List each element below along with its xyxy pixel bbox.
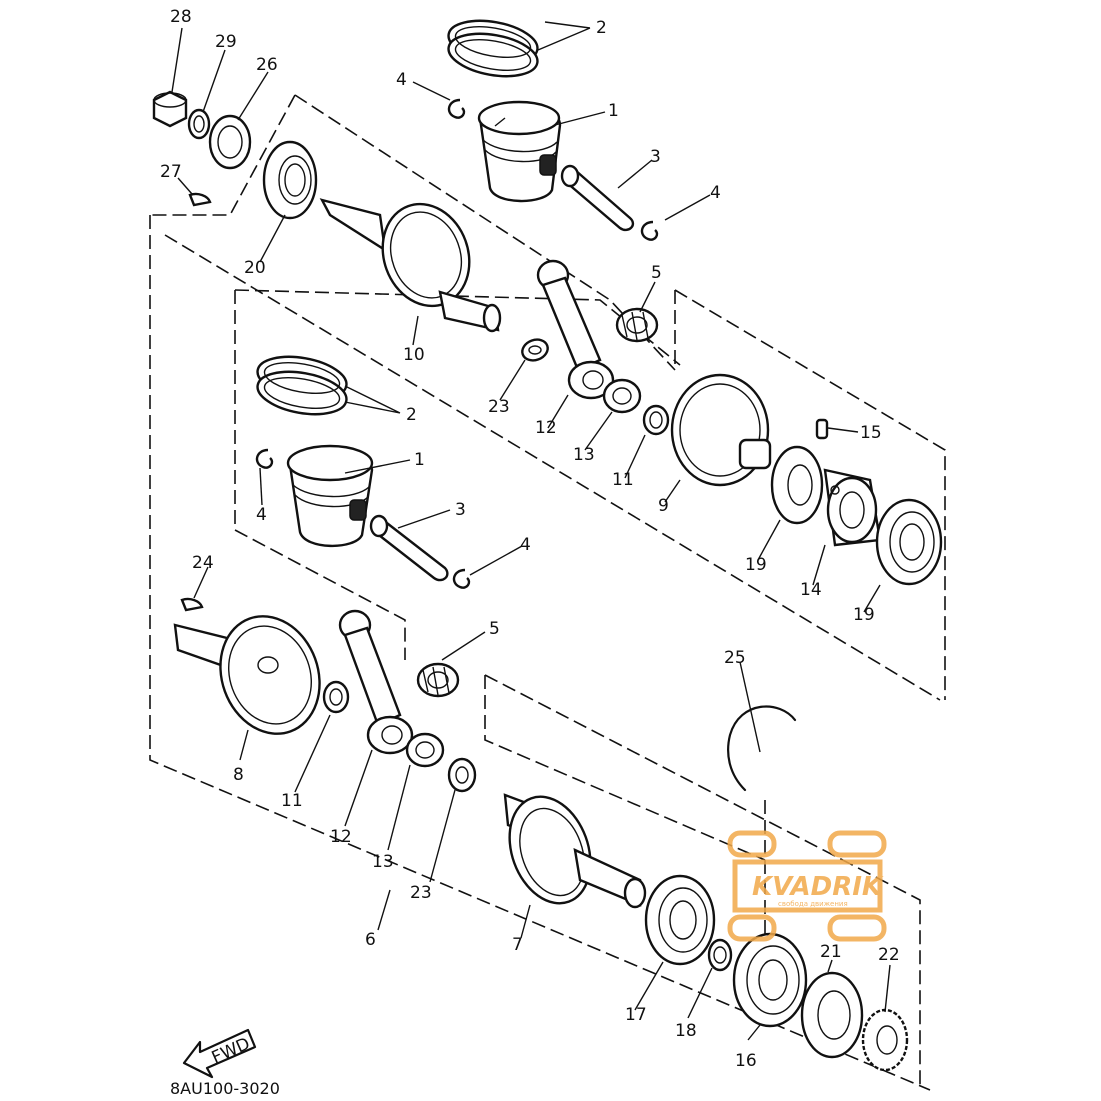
pin-15 — [815, 418, 829, 440]
callout-25: 25 — [724, 648, 746, 668]
piston-rings-top — [447, 19, 539, 78]
crankshaft-center-9 — [670, 373, 772, 487]
piston-top — [477, 100, 562, 203]
callout-2-mid: 2 — [406, 405, 417, 425]
callout-18: 18 — [675, 1021, 697, 1041]
callout-4-mid-b: 4 — [520, 535, 531, 555]
callout-2-top: 2 — [596, 18, 607, 38]
callout-20: 20 — [244, 258, 266, 278]
crankshaft-left-10 — [319, 198, 502, 333]
callout-9: 9 — [658, 496, 669, 516]
connecting-rod-mid-12 — [338, 609, 414, 755]
callout-4-top-b: 4 — [710, 183, 721, 203]
washer-18 — [707, 938, 733, 972]
piston-mid — [286, 444, 374, 548]
callout-24: 24 — [192, 553, 214, 573]
callout-29: 29 — [215, 32, 237, 52]
callout-16: 16 — [735, 1051, 757, 1071]
diagram-code: 8AU100-3020 — [170, 1079, 280, 1098]
callout-12-top: 12 — [535, 418, 557, 438]
oil-seal-21 — [800, 971, 864, 1059]
callout-13-bot: 13 — [372, 852, 394, 872]
bearing-19-a — [770, 445, 824, 525]
callout-4-mid-a: 4 — [256, 505, 267, 525]
callout-11-top: 11 — [612, 470, 634, 490]
washer-23-bot — [447, 757, 477, 793]
callout-5-top: 5 — [651, 263, 662, 283]
callout-26: 26 — [256, 55, 278, 75]
key-27 — [188, 192, 212, 207]
watermark-tagline: свобода движения — [778, 900, 848, 908]
callout-3-top: 3 — [650, 147, 661, 167]
washer-29 — [187, 108, 211, 140]
assembly-boundaries — [149, 94, 946, 1091]
callout-numbers: 28 29 26 27 20 2 4 1 3 4 5 10 23 12 13 1… — [160, 7, 900, 1071]
circlips-top — [447, 98, 659, 241]
bearing-20 — [262, 140, 318, 220]
piston-pin-top — [560, 164, 635, 232]
bearing-holder-14 — [823, 468, 882, 547]
bearing-19-b — [875, 498, 943, 586]
bearing-17 — [644, 874, 716, 966]
sprocket-22 — [861, 1008, 909, 1072]
washer-11-top — [642, 404, 670, 436]
circlips-mid — [255, 448, 471, 589]
callout-4-top-a: 4 — [396, 70, 407, 90]
washer-23-top — [521, 338, 549, 362]
connecting-rod-top-12 — [536, 259, 615, 400]
washer-11-bot — [322, 680, 350, 714]
callout-10: 10 — [403, 345, 425, 365]
crankshaft-right-7 — [503, 793, 647, 909]
oil-seal-26 — [208, 114, 252, 170]
key-24 — [180, 597, 204, 612]
callout-14: 14 — [800, 580, 822, 600]
callout-15: 15 — [860, 423, 882, 443]
nut-28 — [152, 90, 188, 128]
callout-1-mid: 1 — [414, 450, 425, 470]
needle-bearing-13-top — [602, 378, 642, 414]
bearing-16 — [732, 932, 808, 1028]
circlip-25 — [727, 705, 797, 792]
callout-23-bot: 23 — [410, 883, 432, 903]
callout-21: 21 — [820, 942, 842, 962]
callout-11-bot: 11 — [281, 791, 303, 811]
callout-3-mid: 3 — [455, 500, 466, 520]
callout-23-top: 23 — [488, 397, 510, 417]
callout-13-top: 13 — [573, 445, 595, 465]
callout-22: 22 — [878, 945, 900, 965]
kvadrik-logo-icon: KVADRIK свобода движения — [727, 830, 887, 942]
callout-19-a: 19 — [745, 555, 767, 575]
callout-6: 6 — [365, 930, 376, 950]
needle-bearing-13-bot — [405, 732, 445, 768]
callout-5-mid: 5 — [489, 619, 500, 639]
watermark-brand: KVADRIK — [752, 872, 884, 902]
callout-12-bot: 12 — [330, 827, 352, 847]
fwd-arrow-icon: FWD — [182, 1028, 257, 1079]
callout-19-b: 19 — [853, 605, 875, 625]
piston-rings-mid — [256, 355, 348, 416]
callout-27: 27 — [160, 162, 182, 182]
needle-bearing-5-top — [615, 307, 659, 343]
piston-pin-mid — [369, 514, 449, 582]
crankshaft-left-8 — [173, 615, 321, 735]
needle-bearing-5-mid — [416, 662, 460, 698]
callout-28: 28 — [170, 7, 192, 27]
leader-lines — [171, 21, 891, 1041]
callout-17: 17 — [625, 1005, 647, 1025]
callout-7: 7 — [512, 935, 523, 955]
callout-8: 8 — [233, 765, 244, 785]
callout-1-top: 1 — [608, 101, 619, 121]
